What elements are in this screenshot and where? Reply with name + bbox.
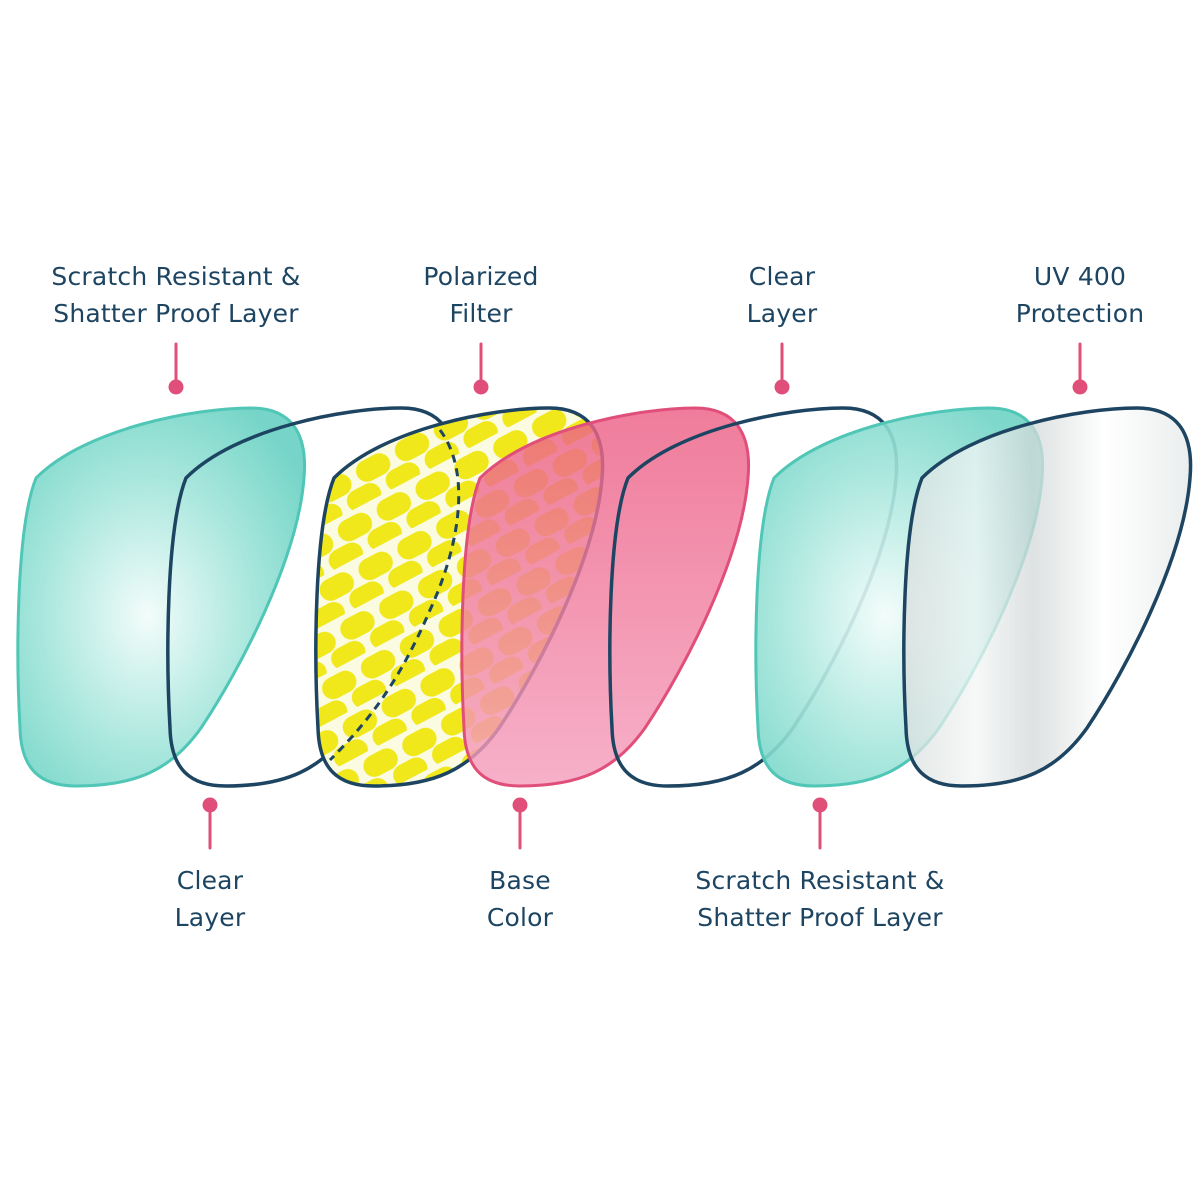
label-polarized-filter: Polarized Filter xyxy=(423,262,539,328)
uv-protection-layer xyxy=(902,406,1193,788)
label-clear-layer-bottom: Clear Layer xyxy=(174,866,246,932)
label-scratch-resistant-top: Scratch Resistant & Shatter Proof Layer xyxy=(51,262,301,328)
label-base-color: Base Color xyxy=(486,866,554,932)
label-uv-protection: UV 400 Protection xyxy=(1015,262,1145,328)
scratch-resistant-layer-left xyxy=(16,406,307,788)
base-color-layer xyxy=(460,406,751,788)
label-clear-layer-top: Clear Layer xyxy=(746,262,818,328)
label-scratch-resistant-bottom: Scratch Resistant & Shatter Proof Layer xyxy=(695,866,945,932)
label-pins xyxy=(168,342,1088,850)
